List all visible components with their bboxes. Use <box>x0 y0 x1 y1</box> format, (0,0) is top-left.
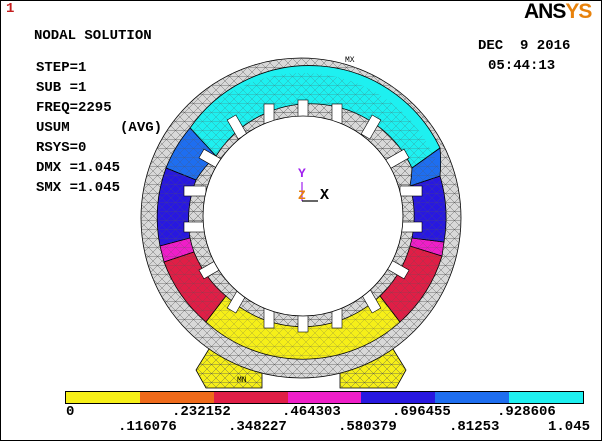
min-marker: MN <box>237 376 247 385</box>
legend-tick-bottom-2: .348227 <box>228 419 287 435</box>
info-sub: SUB =1 <box>36 80 87 96</box>
info-rsys: RSYS=0 <box>36 140 87 156</box>
legend-tick-top-4: .696455 <box>392 404 451 420</box>
plot-time: 05:44:13 <box>488 58 556 74</box>
legend-band-2 <box>139 392 214 403</box>
contour-legend-bar <box>65 391 584 404</box>
window-number: 1 <box>6 1 15 17</box>
info-step: STEP=1 <box>36 60 87 76</box>
legend-band-6 <box>435 392 510 403</box>
max-marker: MX <box>345 56 355 65</box>
legend-band-5 <box>361 392 436 403</box>
legend-tick-top-1: 0 <box>66 404 75 420</box>
legend-band-1 <box>66 392 140 403</box>
inner-bore <box>202 115 404 317</box>
info-usum: USUM (AVG) <box>36 120 163 136</box>
logo-part-2: YS <box>565 0 592 23</box>
legend-tick-bottom-1: .116076 <box>118 419 177 435</box>
legend-band-3 <box>213 392 288 403</box>
legend-band-7 <box>509 392 584 403</box>
info-dmx: DMX =1.045 <box>36 160 121 176</box>
logo-part-1: ANS <box>524 0 566 23</box>
triad-x-label: X <box>320 187 330 204</box>
plot-date: DEC 9 2016 <box>478 38 571 54</box>
legend-tick-bottom-4: .81253 <box>449 419 500 435</box>
ansys-logo: ANSYS <box>524 0 592 24</box>
coordinate-triad <box>301 182 318 202</box>
legend-tick-top-2: .232152 <box>172 404 231 420</box>
triad-y-label: Y <box>298 166 306 181</box>
legend-tick-top-5: .928606 <box>497 404 556 420</box>
plot-title: NODAL SOLUTION <box>34 28 152 44</box>
legend-tick-top-3: .464303 <box>282 404 341 420</box>
info-smx: SMX =1.045 <box>36 180 121 196</box>
legend-band-4 <box>287 392 362 403</box>
legend-tick-bottom-5: 1.045 <box>548 419 591 435</box>
legend-tick-bottom-3: .580379 <box>338 419 397 435</box>
info-freq: FREQ=2295 <box>36 100 112 116</box>
triad-z-label: Z <box>298 188 306 203</box>
